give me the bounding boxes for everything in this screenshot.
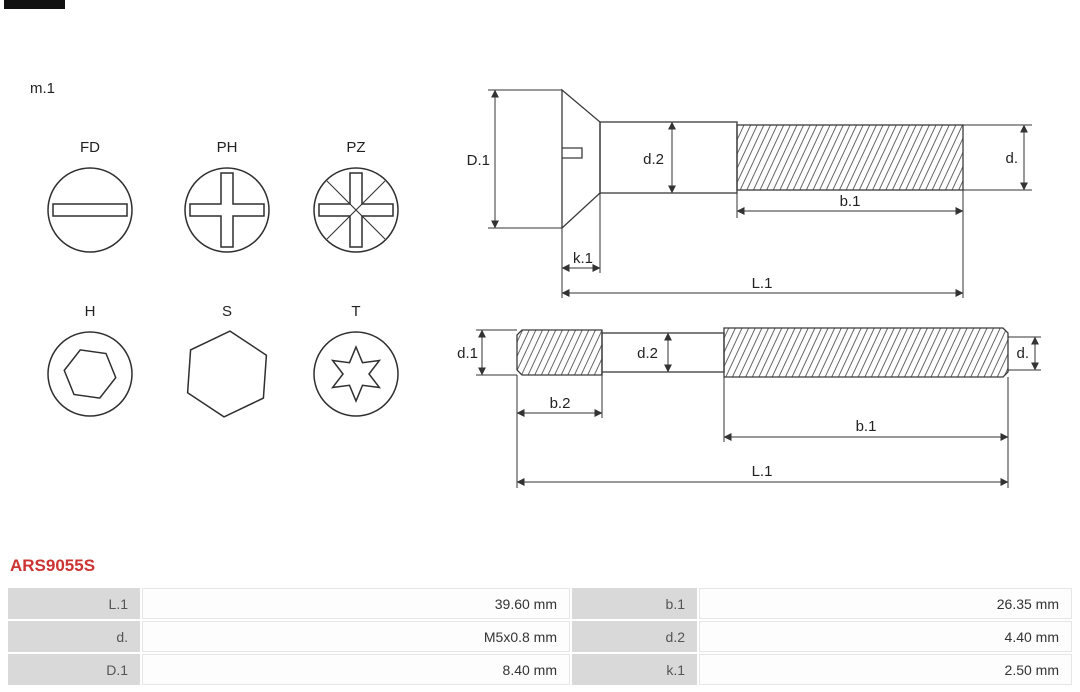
drive-type-label: T <box>351 303 361 320</box>
dim-label-d2: d.2 <box>637 345 658 362</box>
drive-type-label: PZ <box>346 139 366 156</box>
stud-thread-left <box>516 329 603 376</box>
technical-drawing: D.1 d.2 d. b.1 k.1 L.1 <box>457 88 1041 488</box>
drive-type-ph: PH <box>172 138 282 254</box>
drive-type-fd: FD <box>35 138 145 254</box>
stud-drawing <box>516 327 1009 378</box>
screw-slot <box>562 147 583 159</box>
logo-partial <box>4 0 65 9</box>
dim-label-D1: D.1 <box>467 152 490 169</box>
spec-label-cell: L.1 <box>8 588 140 619</box>
variant-label: m.1 <box>30 80 56 97</box>
dim-label-L1: L.1 <box>752 463 773 480</box>
spec-value-cell: 4.40 mm <box>699 621 1072 652</box>
spec-label-cell: d. <box>8 621 140 652</box>
spec-table: L.1 39.60 mm b.1 26.35 mm d. M5x0.8 mm d… <box>8 588 1072 685</box>
hex-external-drive-icon <box>186 330 268 418</box>
dim-label-d1: d.1 <box>457 345 478 362</box>
hex-socket-drive-icon <box>47 331 133 417</box>
spec-value-cell: 8.40 mm <box>142 654 570 685</box>
dim-label-L1: L.1 <box>752 275 773 292</box>
spec-value-cell: M5x0.8 mm <box>142 621 570 652</box>
countersunk-screw-dimensions <box>488 89 1032 298</box>
stud-dim-labels: d.1 d.2 d. b.2 b.1 L.1 <box>457 345 1029 480</box>
drive-type-label: S <box>221 303 232 320</box>
spec-label-cell: D.1 <box>8 654 140 685</box>
spec-value-cell: 26.35 mm <box>699 588 1072 619</box>
countersunk-screw-dim-labels: D.1 d.2 d. b.1 k.1 L.1 <box>467 150 1018 292</box>
flat-drive-icon <box>47 167 133 253</box>
spec-value-cell: 39.60 mm <box>142 588 570 619</box>
drive-type-label: PH <box>216 139 238 156</box>
countersunk-screw-drawing <box>561 88 964 230</box>
stud-dimensions <box>476 329 1041 488</box>
drive-type-label: H <box>84 303 96 320</box>
torx-drive-icon <box>313 331 399 417</box>
dim-label-d: d. <box>1016 345 1029 362</box>
stud-thread-right <box>723 327 1009 378</box>
drive-type-pz: PZ <box>301 138 411 254</box>
drive-type-label: FD <box>80 139 100 156</box>
pozidriv-drive-icon <box>313 167 399 253</box>
dim-label-d2: d.2 <box>643 151 664 168</box>
dim-label-d: d. <box>1005 150 1018 167</box>
dim-label-k1: k.1 <box>573 250 593 267</box>
spec-label-cell: k.1 <box>572 654 697 685</box>
drive-type-t: T <box>301 302 411 418</box>
spec-label-cell: b.1 <box>572 588 697 619</box>
thread-section <box>736 124 964 191</box>
spec-value-cell: 2.50 mm <box>699 654 1072 685</box>
drive-type-s: S <box>172 302 282 418</box>
phillips-drive-icon <box>184 167 270 253</box>
spec-label-cell: d.2 <box>572 621 697 652</box>
dim-label-b1: b.1 <box>856 418 877 435</box>
part-number: ARS9055S <box>10 556 96 575</box>
dim-label-b1: b.1 <box>840 193 861 210</box>
dim-label-b2: b.2 <box>550 395 571 412</box>
drive-type-h: H <box>35 302 145 418</box>
